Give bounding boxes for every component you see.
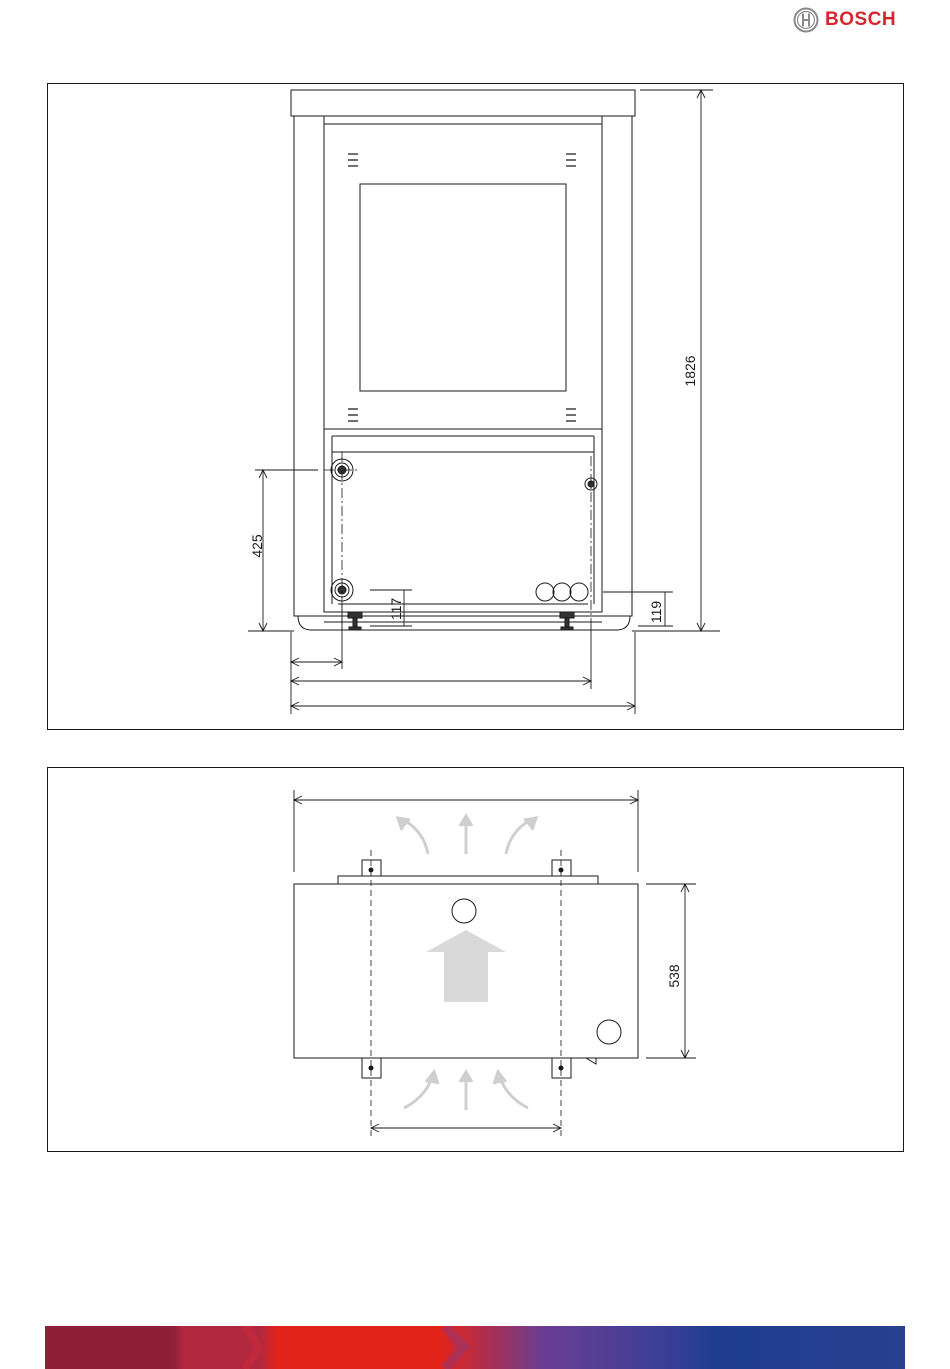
cabinet-body-sides	[294, 116, 632, 614]
dim-depth: 538	[666, 964, 682, 988]
dim-height-total: 1826	[682, 355, 698, 386]
cabinet-top-cap	[291, 90, 635, 116]
brand-logo: BOSCH	[793, 6, 896, 34]
dim-connection-height: 425	[249, 534, 265, 558]
front-view-drawing: 1826 425 117 119	[48, 84, 905, 731]
top-connection-1	[452, 899, 476, 923]
top-connection-2	[597, 1020, 621, 1044]
adjustable-feet	[348, 612, 574, 630]
bosch-armature-icon	[793, 7, 819, 33]
top-view-drawing: 538	[48, 768, 905, 1153]
dim-pipe-119: 119	[648, 601, 664, 624]
lower-service-frame	[324, 429, 602, 612]
footer-color-band	[45, 1326, 905, 1369]
footer-band-svg	[45, 1326, 905, 1369]
front-view-panel: 1826 425 117 119	[47, 83, 904, 730]
center-lines	[324, 452, 591, 629]
top-view-panel: 538	[47, 767, 904, 1152]
front-window	[360, 184, 566, 391]
vent-marks	[348, 154, 576, 421]
pipe-connections	[331, 459, 597, 601]
brand-name: BOSCH	[825, 9, 896, 31]
airflow-direction-icon	[426, 930, 506, 1002]
dim-pipe-117: 117	[388, 598, 404, 621]
